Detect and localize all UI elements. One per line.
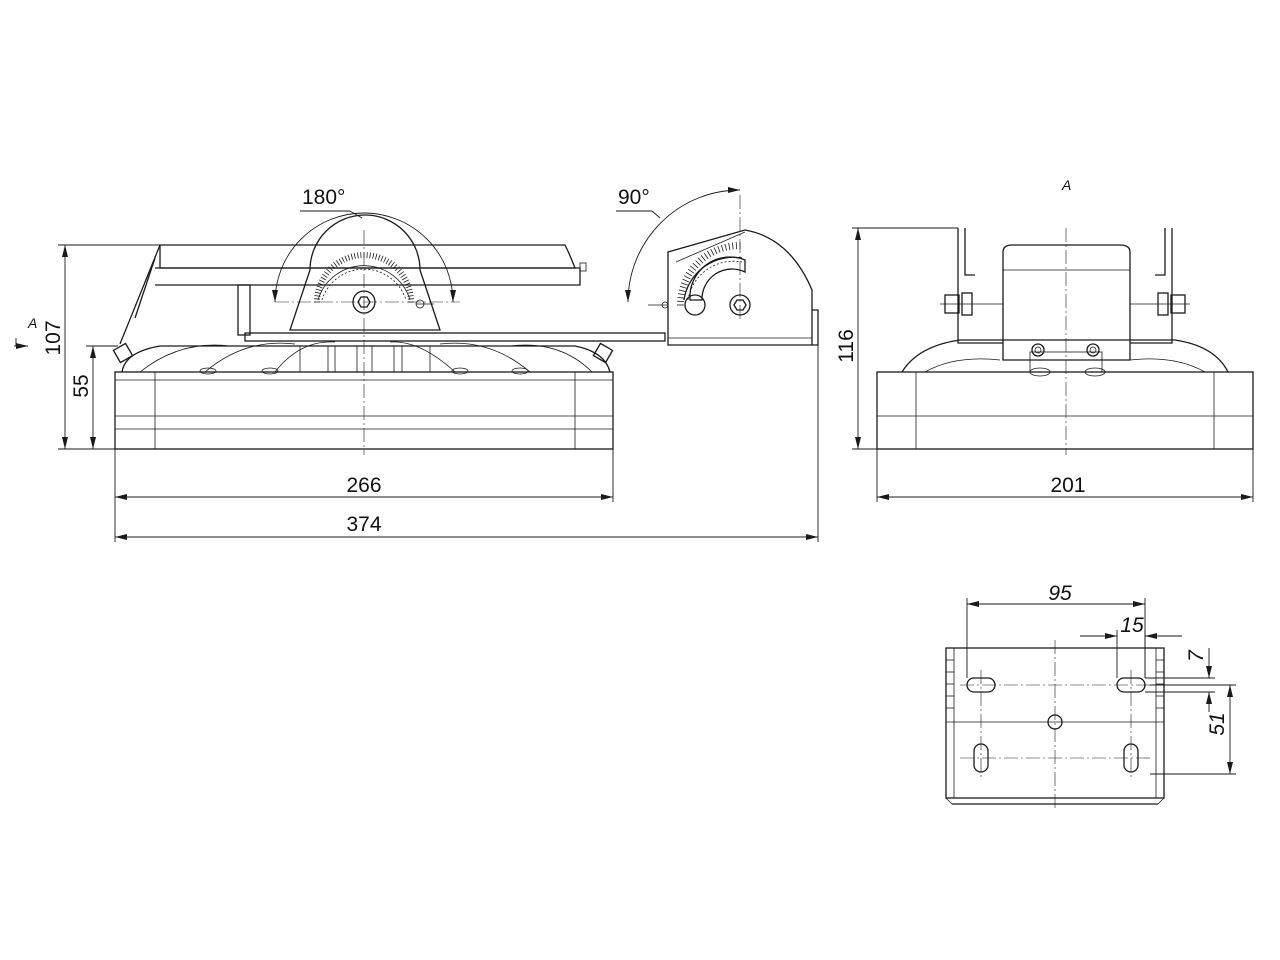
front-lamp-body [876, 339, 1254, 450]
angle-180-label: 180° [302, 186, 345, 209]
front-view: A [835, 177, 1254, 502]
pivot-gear-teeth [314, 252, 414, 303]
angle-180-marker [272, 210, 456, 303]
view-direction-arrow [14, 338, 28, 349]
heatsink [112, 341, 614, 375]
dim-374-label: 374 [346, 513, 381, 536]
dim-15 [1080, 630, 1182, 678]
bracket-plate-view: 95 15 7 51 [945, 582, 1236, 810]
dim-107-label: 107 [42, 320, 65, 355]
front-view-title: A [1061, 177, 1071, 193]
dim-7 [1145, 648, 1215, 712]
dim-374 [114, 345, 819, 542]
dim-116 [852, 227, 958, 450]
dim-55 [86, 345, 118, 449]
dim-95 [966, 598, 1146, 678]
angle-90-label: 90° [618, 186, 650, 209]
dim-107 [58, 244, 160, 450]
bracket-arm [119, 244, 666, 345]
dim-116-label: 116 [835, 329, 858, 362]
dim-266 [114, 449, 614, 502]
tilt-gear-teeth [677, 242, 741, 306]
front-brackets [940, 228, 1190, 344]
dim-51-label: 51 [1206, 712, 1229, 735]
dim-201 [876, 449, 1254, 502]
side-view: 180° 90° 266 374 107 [14, 186, 819, 542]
view-marker-label: A [27, 315, 37, 331]
angle-90-marker [616, 187, 741, 303]
dim-95-label: 95 [1048, 582, 1072, 605]
dim-51 [1150, 684, 1236, 775]
plate-edge-ticks [946, 659, 1164, 709]
dim-266-label: 266 [346, 474, 381, 497]
dim-55-label: 55 [70, 374, 93, 397]
front-housing [1002, 244, 1131, 361]
dim-15-label: 15 [1120, 614, 1144, 637]
dim-201-label: 201 [1050, 474, 1085, 497]
pivot-plate [289, 214, 441, 331]
dim-7-label: 7 [1185, 649, 1208, 662]
